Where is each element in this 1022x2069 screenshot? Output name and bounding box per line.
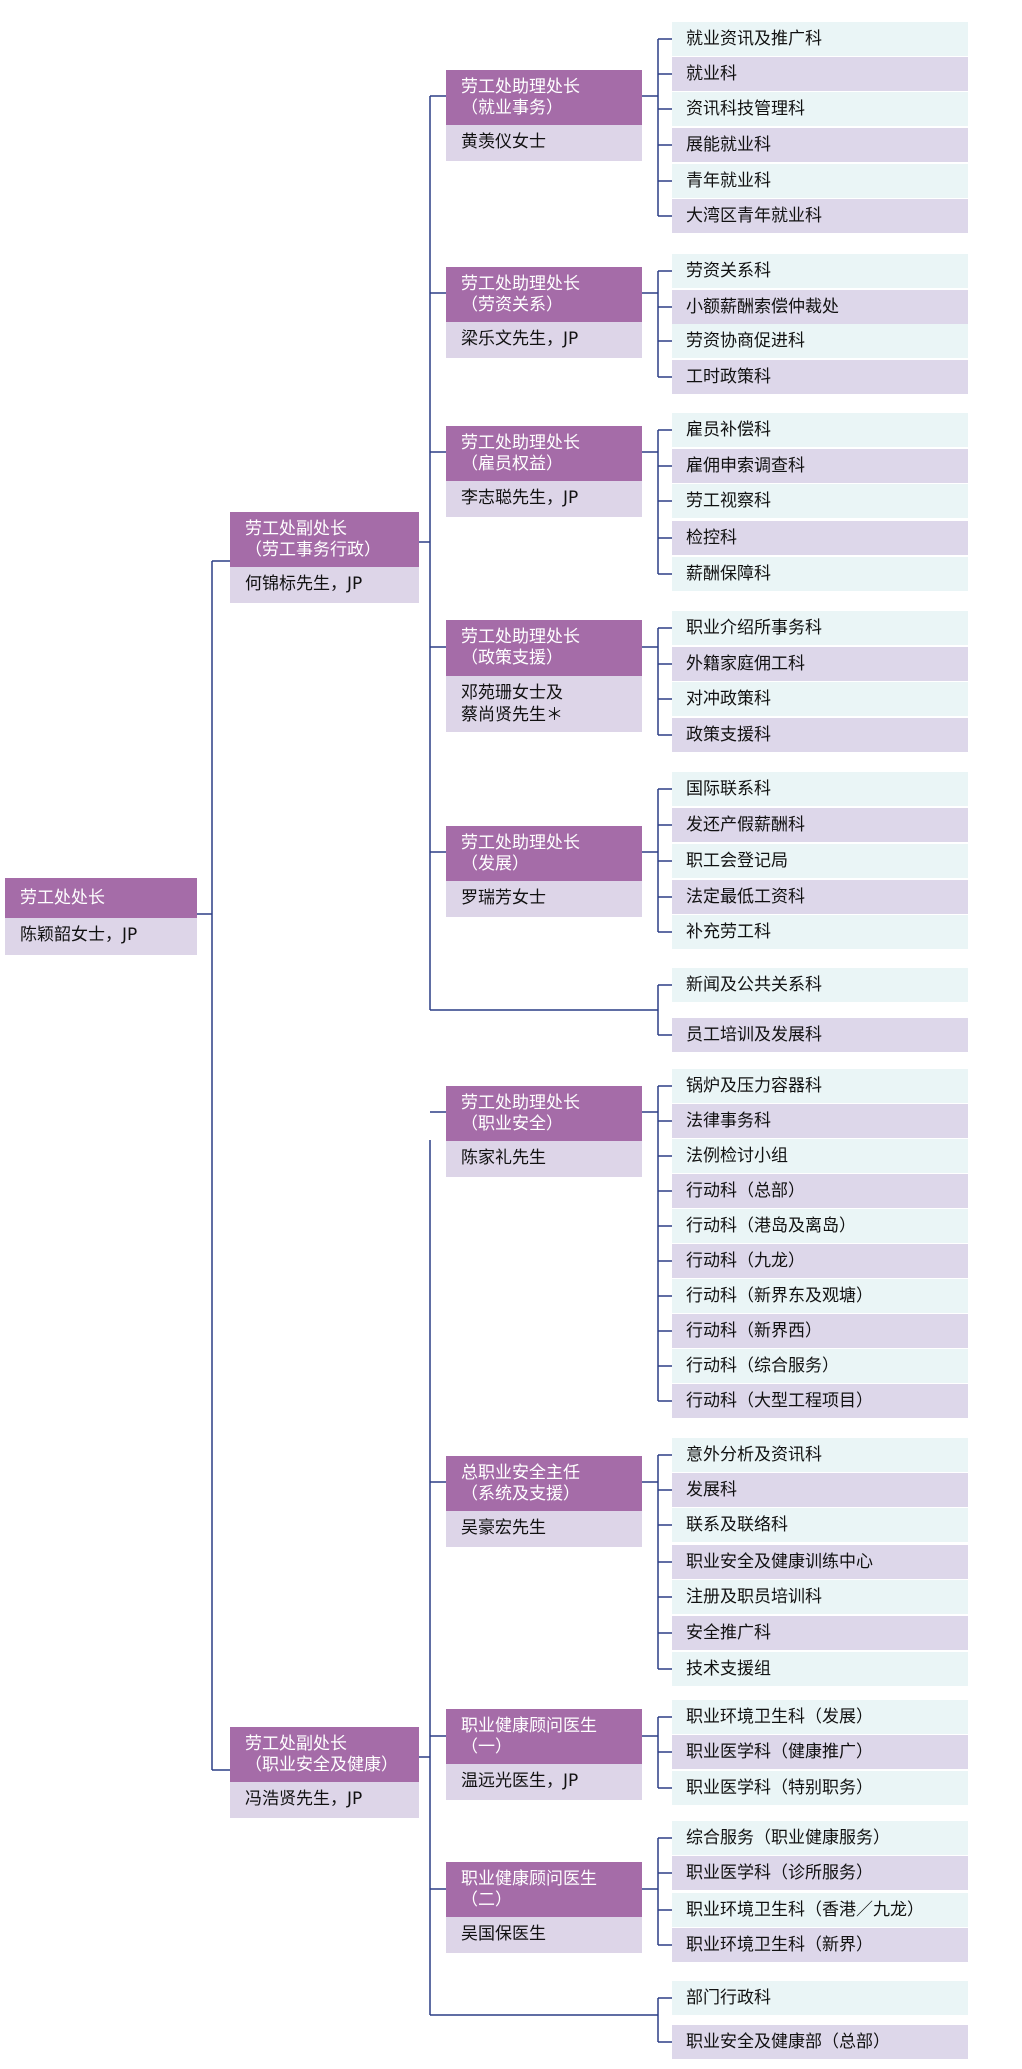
section-item: 职业介绍所事务科 — [672, 611, 968, 645]
head-name: 邓苑珊女士及 蔡尚贤先生＊ — [446, 676, 642, 732]
section-item: 法定最低工资科 — [672, 880, 968, 914]
head-policy-support-box: 劳工处助理处长 （政策支援） 邓苑珊女士及 蔡尚贤先生＊ — [446, 620, 642, 732]
section-item: 锅炉及压力容器科 — [672, 1069, 968, 1103]
head-employee-rights-box: 劳工处助理处长 （雇员权益） 李志聪先生，JP — [446, 426, 642, 517]
section-item: 工时政策科 — [672, 360, 968, 394]
section-item: 职业医学科（健康推广） — [672, 1735, 968, 1769]
head-name: 梁乐文先生，JP — [446, 322, 642, 358]
deputy-labour-box: 劳工处副处长 （劳工事务行政） 何锦标先生，JP — [230, 512, 419, 603]
head-development-box: 劳工处助理处长 （发展） 罗瑞芳女士 — [446, 826, 642, 917]
deputy-osh-box: 劳工处副处长 （职业安全及健康） 冯浩贤先生，JP — [230, 1727, 419, 1818]
commissioner-box: 劳工处处长 陈颖韶女士，JP — [5, 878, 197, 955]
section-item: 职业环境卫生科（新界） — [672, 1928, 968, 1962]
section-item: 职业医学科（诊所服务） — [672, 1856, 968, 1890]
section-item: 补充劳工科 — [672, 915, 968, 949]
head-title: 总职业安全主任 （系统及支援） — [446, 1456, 642, 1511]
section-item: 职业环境卫生科（香港／九龙） — [672, 1893, 968, 1927]
deputy-osh-name: 冯浩贤先生，JP — [230, 1782, 419, 1818]
section-item: 法律事务科 — [672, 1104, 968, 1138]
section-item: 行动科（新界西） — [672, 1314, 968, 1348]
head-title: 劳工处助理处长 （职业安全） — [446, 1086, 642, 1141]
deputy-osh-title: 劳工处副处长 （职业安全及健康） — [230, 1727, 419, 1782]
section-item: 发还产假薪酬科 — [672, 808, 968, 842]
section-item: 就业资讯及推广科 — [672, 22, 968, 56]
section-item: 法例检讨小组 — [672, 1139, 968, 1173]
commissioner-title: 劳工处处长 — [5, 878, 197, 918]
head-title: 劳工处助理处长 （就业事务） — [446, 70, 642, 125]
section-item: 检控科 — [672, 521, 968, 555]
section-item: 职业安全及健康部（总部） — [672, 2025, 968, 2059]
section-item: 大湾区青年就业科 — [672, 199, 968, 233]
section-item: 发展科 — [672, 1473, 968, 1507]
section-item: 资讯科技管理科 — [672, 92, 968, 126]
section-item: 雇员补偿科 — [672, 413, 968, 447]
section-item: 行动科（九龙） — [672, 1244, 968, 1278]
head-title: 劳工处助理处长 （发展） — [446, 826, 642, 881]
head-title: 劳工处助理处长 （劳资关系） — [446, 267, 642, 322]
commissioner-name: 陈颖韶女士，JP — [5, 918, 197, 955]
section-item: 雇佣申索调查科 — [672, 449, 968, 483]
deputy-labour-title: 劳工处副处长 （劳工事务行政） — [230, 512, 419, 567]
head-labour-relations-box: 劳工处助理处长 （劳资关系） 梁乐文先生，JP — [446, 267, 642, 358]
section-item: 对冲政策科 — [672, 682, 968, 716]
section-item: 安全推广科 — [672, 1616, 968, 1650]
head-title: 职业健康顾问医生 （一） — [446, 1709, 642, 1764]
head-health-consultant-2-box: 职业健康顾问医生 （二） 吴国保医生 — [446, 1862, 642, 1953]
section-item: 新闻及公共关系科 — [672, 968, 968, 1002]
head-name: 吴豪宏先生 — [446, 1511, 642, 1547]
section-item: 职业环境卫生科（发展） — [672, 1700, 968, 1734]
head-name: 黄羡仪女士 — [446, 125, 642, 161]
head-systems-support-box: 总职业安全主任 （系统及支援） 吴豪宏先生 — [446, 1456, 642, 1547]
section-item: 行动科（港岛及离岛） — [672, 1209, 968, 1243]
head-title: 劳工处助理处长 （雇员权益） — [446, 426, 642, 481]
section-item: 职业医学科（特别职务） — [672, 1771, 968, 1805]
section-item: 小额薪酬索偿仲裁处 — [672, 290, 968, 324]
section-item: 劳工视察科 — [672, 484, 968, 518]
head-name: 罗瑞芳女士 — [446, 881, 642, 917]
section-item: 注册及职员培训科 — [672, 1580, 968, 1614]
section-item: 就业科 — [672, 57, 968, 91]
section-item: 员工培训及发展科 — [672, 1018, 968, 1052]
section-item: 意外分析及资讯科 — [672, 1438, 968, 1472]
head-occupational-safety-box: 劳工处助理处长 （职业安全） 陈家礼先生 — [446, 1086, 642, 1177]
section-item: 薪酬保障科 — [672, 557, 968, 591]
head-name: 温远光医生，JP — [446, 1764, 642, 1800]
section-item: 外籍家庭佣工科 — [672, 647, 968, 681]
section-item: 联系及联络科 — [672, 1508, 968, 1542]
section-item: 劳资协商促进科 — [672, 324, 968, 358]
section-item: 职业安全及健康训练中心 — [672, 1545, 968, 1579]
deputy-labour-name: 何锦标先生，JP — [230, 567, 419, 603]
section-item: 行动科（新界东及观塘） — [672, 1279, 968, 1313]
section-item: 技术支援组 — [672, 1652, 968, 1686]
section-item: 国际联系科 — [672, 772, 968, 806]
section-item: 行动科（大型工程项目） — [672, 1384, 968, 1418]
head-employment-box: 劳工处助理处长 （就业事务） 黄羡仪女士 — [446, 70, 642, 161]
section-item: 青年就业科 — [672, 164, 968, 198]
head-health-consultant-1-box: 职业健康顾问医生 （一） 温远光医生，JP — [446, 1709, 642, 1800]
section-item: 劳资关系科 — [672, 254, 968, 288]
section-item: 职工会登记局 — [672, 844, 968, 878]
section-item: 行动科（总部） — [672, 1174, 968, 1208]
section-item: 政策支援科 — [672, 718, 968, 752]
section-item: 展能就业科 — [672, 128, 968, 162]
section-item: 综合服务（职业健康服务） — [672, 1821, 968, 1855]
head-name: 陈家礼先生 — [446, 1141, 642, 1177]
head-name: 李志聪先生，JP — [446, 481, 642, 517]
section-item: 部门行政科 — [672, 1981, 968, 2015]
head-title: 职业健康顾问医生 （二） — [446, 1862, 642, 1917]
head-title: 劳工处助理处长 （政策支援） — [446, 620, 642, 676]
section-item: 行动科（综合服务） — [672, 1349, 968, 1383]
head-name: 吴国保医生 — [446, 1917, 642, 1953]
